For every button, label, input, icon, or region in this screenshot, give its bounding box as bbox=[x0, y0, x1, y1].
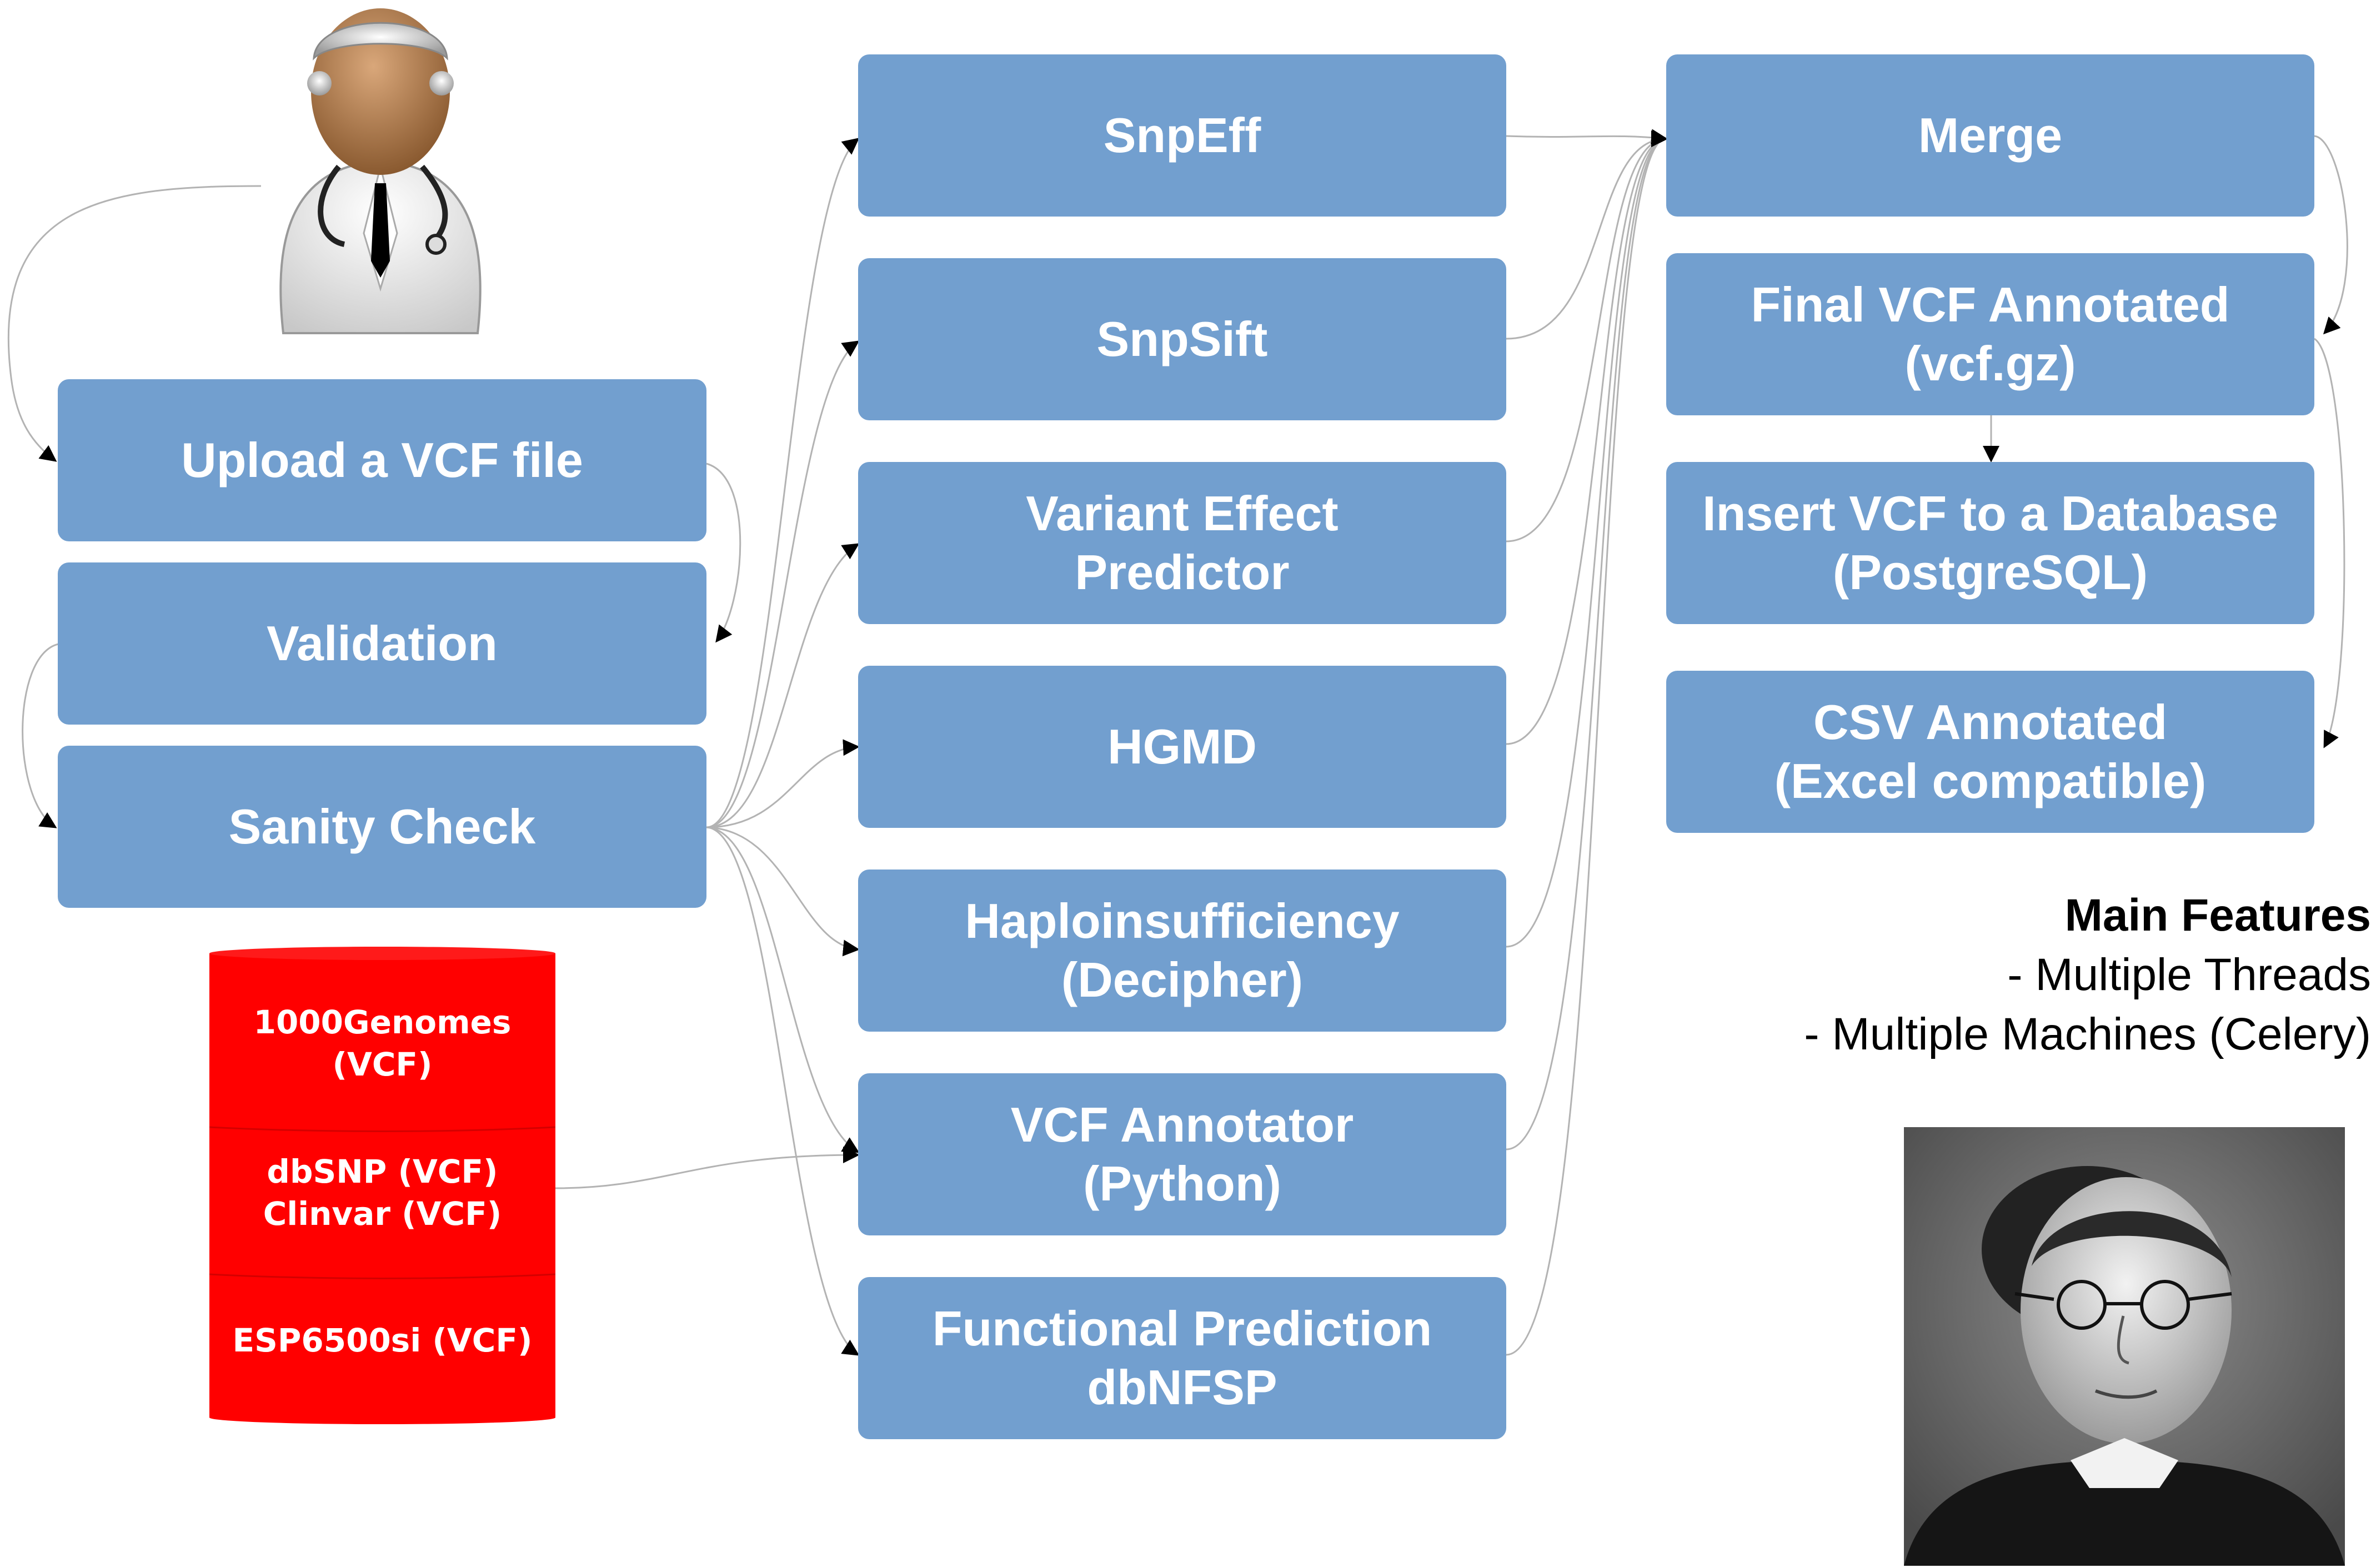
final-vcf-label-line1: Final VCF Annotated bbox=[1751, 277, 2230, 332]
vep-label-line2: Predictor bbox=[1075, 545, 1290, 600]
doctor-icon bbox=[279, 8, 482, 334]
merge-label: Merge bbox=[1918, 108, 2063, 163]
db-clinvar-label: Clinvar (VCF) bbox=[263, 1195, 502, 1233]
edge-doctor-upload bbox=[7, 185, 262, 462]
vep-label-line1: Variant Effect bbox=[1026, 486, 1339, 541]
edge-validation-sanity bbox=[22, 643, 59, 828]
vcf-annotator-label-line1: VCF Annotator bbox=[1010, 1097, 1354, 1152]
hgmd-label: HGMD bbox=[1107, 719, 1257, 774]
edge-sanity-vep bbox=[706, 543, 860, 828]
validation-label: Validation bbox=[267, 616, 498, 671]
features-item-machines: - Multiple Machines (Celery) bbox=[1804, 1009, 2371, 1059]
features-title: Main Features bbox=[2064, 890, 2371, 941]
main-features: Main Features - Multiple Threads - Multi… bbox=[1804, 886, 2371, 1064]
edge-sanity-vcfann bbox=[706, 826, 860, 1153]
edge-sanity-func bbox=[706, 826, 860, 1356]
portrait-photo bbox=[1904, 1127, 2345, 1566]
edge-vep-merge bbox=[1506, 130, 1668, 542]
db-esp-label: ESP6500si (VCF) bbox=[232, 1321, 533, 1359]
functional-prediction-box: Functional Prediction dbNFSP bbox=[858, 1277, 1506, 1439]
db-1000genomes-line1: 1000Genomes bbox=[253, 1003, 512, 1041]
edge-merge-final bbox=[2314, 135, 2348, 335]
sanity-check-label: Sanity Check bbox=[228, 799, 536, 854]
haplo-label-line2: (Decipher) bbox=[1061, 952, 1304, 1007]
features-item-threads: - Multiple Threads bbox=[2007, 949, 2371, 1000]
edge-snpsift-merge bbox=[1506, 130, 1668, 340]
merge-box: Merge bbox=[1666, 54, 2314, 217]
functional-prediction-label-line1: Functional Prediction bbox=[932, 1301, 1432, 1356]
final-vcf-box: Final VCF Annotated (vcf.gz) bbox=[1666, 253, 2314, 415]
upload-box: Upload a VCF file bbox=[58, 379, 706, 541]
edge-db-vcfann bbox=[555, 1147, 860, 1189]
edge-snpeff-merge bbox=[1506, 129, 1668, 146]
edge-haplo-merge bbox=[1506, 130, 1668, 948]
csv-label-line2: (Excel compatible) bbox=[1774, 753, 2207, 808]
edge-sanity-hgmd bbox=[706, 739, 860, 828]
edge-final-csv bbox=[2314, 338, 2345, 748]
insert-db-label-line2: (PostgreSQL) bbox=[1832, 545, 2148, 600]
vcf-annotator-box: VCF Annotator (Python) bbox=[858, 1073, 1506, 1235]
db-1000genomes-line2: (VCF) bbox=[332, 1046, 433, 1083]
edge-hgmd-merge bbox=[1506, 130, 1668, 745]
vcf-annotator-label-line2: (Python) bbox=[1083, 1156, 1281, 1211]
edge-sanity-haplo bbox=[706, 826, 860, 957]
insert-db-label-line1: Insert VCF to a Database bbox=[1702, 486, 2278, 541]
snpeff-label: SnpEff bbox=[1103, 108, 1261, 163]
haplo-label-line1: Haploinsufficiency bbox=[965, 893, 1400, 948]
upload-label: Upload a VCF file bbox=[181, 433, 583, 488]
db-dbsnp-clinvar: dbSNP (VCF) Clinvar (VCF) bbox=[209, 1150, 555, 1235]
validation-box: Validation bbox=[58, 562, 706, 725]
snpsift-box: SnpSift bbox=[858, 258, 1506, 420]
edge-func-merge bbox=[1506, 130, 1668, 1356]
csv-annotated-box: CSV Annotated (Excel compatible) bbox=[1666, 671, 2314, 833]
snpsift-label: SnpSift bbox=[1096, 311, 1268, 366]
csv-label-line1: CSV Annotated bbox=[1813, 695, 2168, 750]
edge-vcfann-merge bbox=[1506, 130, 1668, 1150]
final-vcf-label-line2: (vcf.gz) bbox=[1904, 336, 2076, 391]
edge-sanity-snpeff bbox=[706, 138, 860, 828]
hgmd-box: HGMD bbox=[858, 666, 1506, 828]
functional-prediction-label-line2: dbNFSP bbox=[1087, 1360, 1277, 1415]
snpeff-box: SnpEff bbox=[858, 54, 1506, 217]
db-esp6500: ESP6500si (VCF) bbox=[209, 1319, 555, 1361]
edge-sanity-snpsift bbox=[706, 340, 860, 828]
insert-database-box: Insert VCF to a Database (PostgreSQL) bbox=[1666, 462, 2314, 624]
edge-upload-validation bbox=[706, 463, 741, 643]
vep-box: Variant Effect Predictor bbox=[858, 462, 1506, 624]
database-cylinder-icon bbox=[209, 947, 555, 1424]
db-dbsnp-label: dbSNP (VCF) bbox=[267, 1153, 498, 1190]
haploinsufficiency-box: Haploinsufficiency (Decipher) bbox=[858, 870, 1506, 1032]
sanity-check-box: Sanity Check bbox=[58, 746, 706, 908]
db-1000genomes: 1000Genomes (VCF) bbox=[209, 1001, 555, 1085]
